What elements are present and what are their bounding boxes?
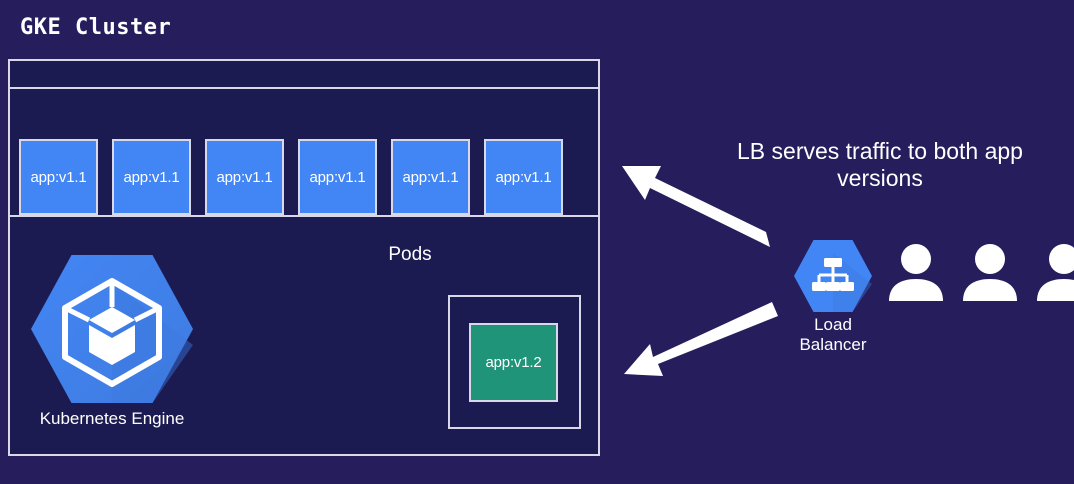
page-title: GKE Cluster	[20, 15, 172, 40]
stable-pods-strip: app:v1.1 app:v1.1 app:v1.1 app:v1.1 app:…	[19, 139, 563, 215]
pod-box[interactable]: app:v1.1	[205, 139, 284, 215]
cluster-header-strip	[10, 61, 598, 89]
pod-box[interactable]: app:v1.1	[484, 139, 563, 215]
users-group	[888, 243, 1074, 303]
user-icon	[889, 244, 943, 301]
load-balancer-label-line2: Balancer	[799, 334, 867, 354]
pod-box[interactable]: app:v1.1	[391, 139, 470, 215]
pod-box[interactable]: app:v1.1	[298, 139, 377, 215]
user-icon	[1037, 244, 1074, 301]
lb-caption-line2: versions	[837, 164, 923, 191]
user-icon	[963, 244, 1017, 301]
gke-hexagon-icon	[31, 255, 193, 403]
load-balancer-hexagon-icon	[794, 240, 872, 312]
lb-caption: LB serves traffic to both app versions	[700, 138, 1060, 191]
load-balancer-node: Load Balancer	[787, 240, 879, 354]
lb-caption-line1: LB serves traffic to both app	[737, 138, 1023, 164]
arrow-to-canary-pod-icon	[624, 302, 778, 376]
pod-box[interactable]: app:v1.1	[112, 139, 191, 215]
kubernetes-engine-label: Kubernetes Engine	[39, 409, 185, 428]
canary-pod-container: app:v1.2	[448, 295, 581, 429]
pods-label: Pods	[388, 244, 432, 265]
kubernetes-engine-node: Kubernetes Engine	[22, 255, 202, 429]
canary-pod-box[interactable]: app:v1.2	[469, 323, 558, 402]
load-balancer-label: Load Balancer	[787, 315, 879, 354]
stable-pods-row: app:v1.1 app:v1.1 app:v1.1 app:v1.1 app:…	[10, 89, 598, 217]
pod-box[interactable]: app:v1.1	[19, 139, 98, 215]
load-balancer-label-line1: Load	[814, 315, 852, 334]
